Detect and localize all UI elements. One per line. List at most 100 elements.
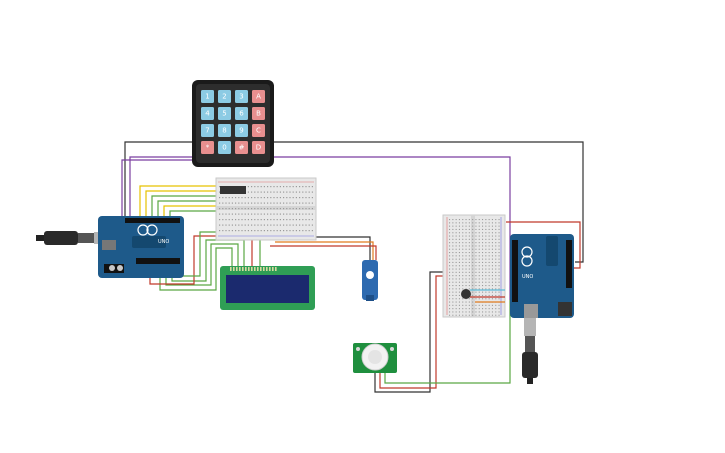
breadboard-hole: [485, 288, 487, 290]
breadboard-hole: [485, 255, 487, 257]
breadboard-hole: [475, 268, 477, 270]
breadboard-hole: [225, 202, 227, 204]
breadboard-hole: [478, 294, 480, 296]
breadboard-hole: [299, 224, 301, 226]
breadboard-hole: [241, 197, 243, 199]
breadboard-hole: [478, 245, 480, 247]
breadboard-hole: [465, 304, 467, 306]
wire-purple-left: [121, 159, 193, 220]
breadboard-hole: [452, 268, 454, 270]
breadboard-hole: [491, 242, 493, 244]
breadboard-hole: [254, 197, 256, 199]
breadboard-hole: [491, 311, 493, 313]
keypad-key: [252, 107, 265, 120]
breadboard-hole: [219, 224, 221, 226]
breadboard-hole: [485, 252, 487, 254]
breadboard-hole: [449, 248, 451, 250]
breadboard-hole: [308, 191, 310, 193]
breadboard-hole: [495, 252, 497, 254]
keypad-key-label: 7: [205, 127, 209, 135]
breadboard-hole: [468, 285, 470, 287]
breadboard-hole: [465, 314, 467, 316]
breadboard-hole: [286, 186, 288, 188]
breadboard-hole: [478, 278, 480, 280]
breadboard-hole: [488, 252, 490, 254]
breadboard-hole: [478, 228, 480, 230]
breadboard-hole: [491, 248, 493, 250]
breadboard-hole: [472, 308, 474, 310]
breadboard-hole: [279, 191, 281, 193]
breadboard-hole: [455, 235, 457, 237]
breadboard-hole: [472, 288, 474, 290]
breadboard-hole: [472, 268, 474, 270]
breadboard-hole: [267, 208, 269, 210]
breadboard-hole: [299, 230, 301, 232]
breadboard-hole: [302, 197, 304, 199]
breadboard-hole: [228, 202, 230, 204]
breadboard-hole: [283, 191, 285, 193]
breadboard-hole: [231, 213, 233, 215]
breadboard-hole: [273, 219, 275, 221]
breadboard-hole: [465, 242, 467, 244]
breadboard-hole: [472, 294, 474, 296]
breadboard-hole: [273, 208, 275, 210]
breadboard-hole: [455, 275, 457, 277]
breadboard-hole: [472, 219, 474, 221]
breadboard-hole: [485, 219, 487, 221]
breadboard-hole: [279, 186, 281, 188]
breadboard-hole: [251, 202, 253, 204]
keypad-key: [252, 124, 265, 137]
breadboard-hole: [462, 261, 464, 263]
breadboard-hole: [482, 294, 484, 296]
breadboard-hole: [452, 301, 454, 303]
breadboard-hole: [302, 224, 304, 226]
breadboard-hole: [468, 252, 470, 254]
breadboard-hole: [267, 202, 269, 204]
breadboard-hole: [472, 265, 474, 267]
breadboard-hole: [449, 235, 451, 237]
breadboard-hole: [254, 208, 256, 210]
breadboard-hole: [462, 242, 464, 244]
breadboard-hole: [449, 261, 451, 263]
breadboard-hole: [475, 242, 477, 244]
breadboard-hole: [488, 228, 490, 230]
keypad-key-label: 3: [239, 93, 243, 101]
breadboard-hole: [260, 219, 262, 221]
breadboard-hole: [228, 230, 230, 232]
breadboard-hole: [458, 219, 460, 221]
breadboard-hole: [283, 202, 285, 204]
breadboard-hole: [458, 281, 460, 283]
breadboard-hole: [458, 268, 460, 270]
breadboard-hole: [495, 308, 497, 310]
breadboard-hole: [478, 285, 480, 287]
breadboard-hole: [485, 294, 487, 296]
breadboard-hole: [449, 265, 451, 267]
keypad-key-label: 4: [205, 110, 210, 118]
keypad-key-label: 5: [222, 110, 226, 118]
keypad-key: [201, 124, 214, 137]
breadboard-hole: [455, 261, 457, 263]
breadboard-hole: [449, 304, 451, 306]
keypad-key: [218, 124, 231, 137]
breadboard-hole: [495, 232, 497, 234]
breadboard-hole: [465, 301, 467, 303]
breadboard-hole: [475, 275, 477, 277]
breadboard-hole: [283, 224, 285, 226]
breadboard-hole: [311, 197, 313, 199]
breadboard-hole: [260, 208, 262, 210]
breadboard-hole: [465, 281, 467, 283]
lcd-pin: [269, 267, 271, 271]
breadboard-hole: [468, 232, 470, 234]
breadboard-hole: [311, 202, 313, 204]
breadboard-hole: [468, 238, 470, 240]
breadboard-hole: [279, 219, 281, 221]
breadboard-hole: [263, 197, 265, 199]
breadboard-hole: [235, 224, 237, 226]
keypad-key: [218, 107, 231, 120]
breadboard-hole: [458, 291, 460, 293]
breadboard-hole: [482, 258, 484, 260]
breadboard-hole: [244, 224, 246, 226]
breadboard-hole: [295, 224, 297, 226]
wire-lcd-3: [171, 239, 245, 282]
breadboard-hole: [462, 271, 464, 273]
